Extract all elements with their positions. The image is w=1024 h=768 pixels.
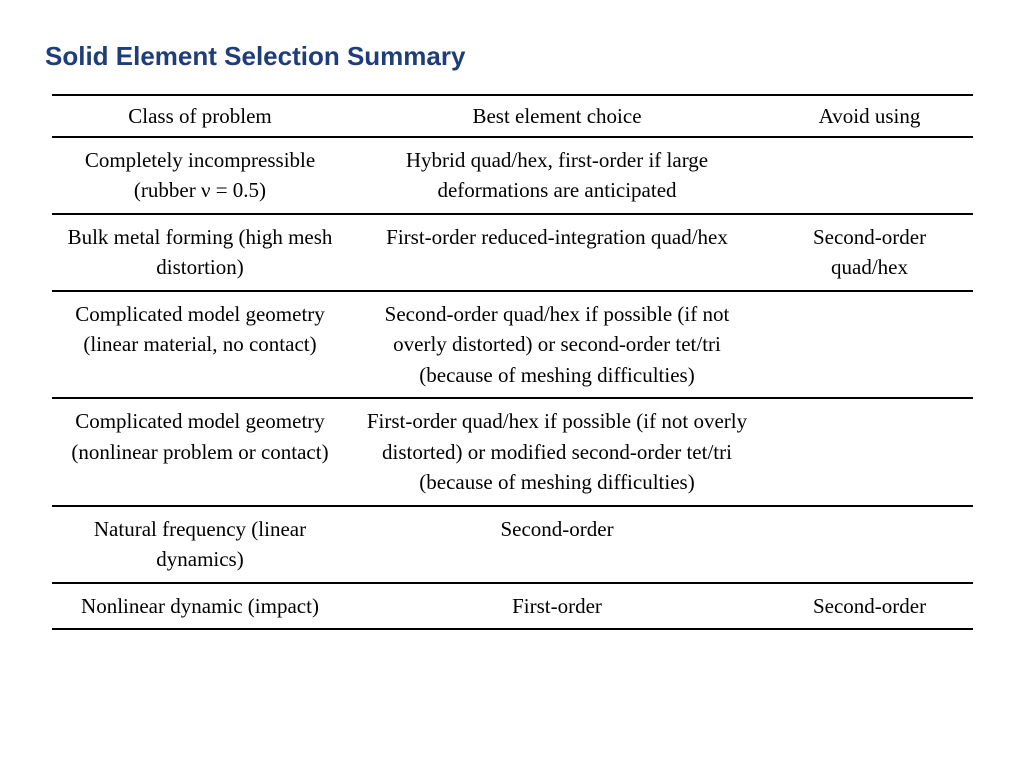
avoid-using-cell (766, 398, 973, 507)
avoid-using-cell: Second-order quad/hex (766, 213, 973, 292)
table-row: Complicated model geometry (linear mater… (52, 290, 973, 399)
class-of-problem-cell: Natural frequency (linear dynamics) (52, 505, 348, 584)
class-of-problem-cell: Bulk metal forming (high mesh distortion… (52, 213, 348, 292)
avoid-using-cell (766, 290, 973, 399)
class-of-problem-cell: Nonlinear dynamic (impact) (52, 582, 348, 630)
best-element-choice-cell: First-order (348, 582, 766, 630)
table-row: Bulk metal forming (high mesh distortion… (52, 213, 973, 292)
avoid-using-cell: Second-order (766, 582, 973, 630)
table-row: Nonlinear dynamic (impact) First-order S… (52, 582, 973, 630)
class-of-problem-cell: Complicated model geometry (linear mater… (52, 290, 348, 399)
slide-title: Solid Element Selection Summary (45, 41, 466, 71)
best-element-choice-cell: Hybrid quad/hex, first-order if large de… (348, 136, 766, 215)
header-class-of-problem: Class of problem (52, 94, 348, 138)
header-row: Class of problem Best element choice Avo… (52, 94, 973, 138)
table-row: Completely incompressible (rubber ν = 0.… (52, 136, 973, 215)
table-body: Completely incompressible (rubber ν = 0.… (52, 136, 973, 630)
best-element-choice-cell: Second-order quad/hex if possible (if no… (348, 290, 766, 399)
table-row: Natural frequency (linear dynamics) Seco… (52, 505, 973, 584)
best-element-choice-cell: First-order reduced-integration quad/hex (348, 213, 766, 292)
avoid-using-cell (766, 505, 973, 584)
table-header: Class of problem Best element choice Avo… (52, 94, 973, 138)
class-of-problem-cell: Complicated model geometry (nonlinear pr… (52, 398, 348, 507)
class-of-problem-cell: Completely incompressible (rubber ν = 0.… (52, 136, 348, 215)
best-element-choice-cell: First-order quad/hex if possible (if not… (348, 398, 766, 507)
avoid-using-cell (766, 136, 973, 215)
header-avoid-using: Avoid using (766, 94, 973, 138)
element-selection-table: Class of problem Best element choice Avo… (52, 94, 973, 630)
best-element-choice-cell: Second-order (348, 505, 766, 584)
header-best-element-choice: Best element choice (348, 94, 766, 138)
table-row: Complicated model geometry (nonlinear pr… (52, 398, 973, 507)
